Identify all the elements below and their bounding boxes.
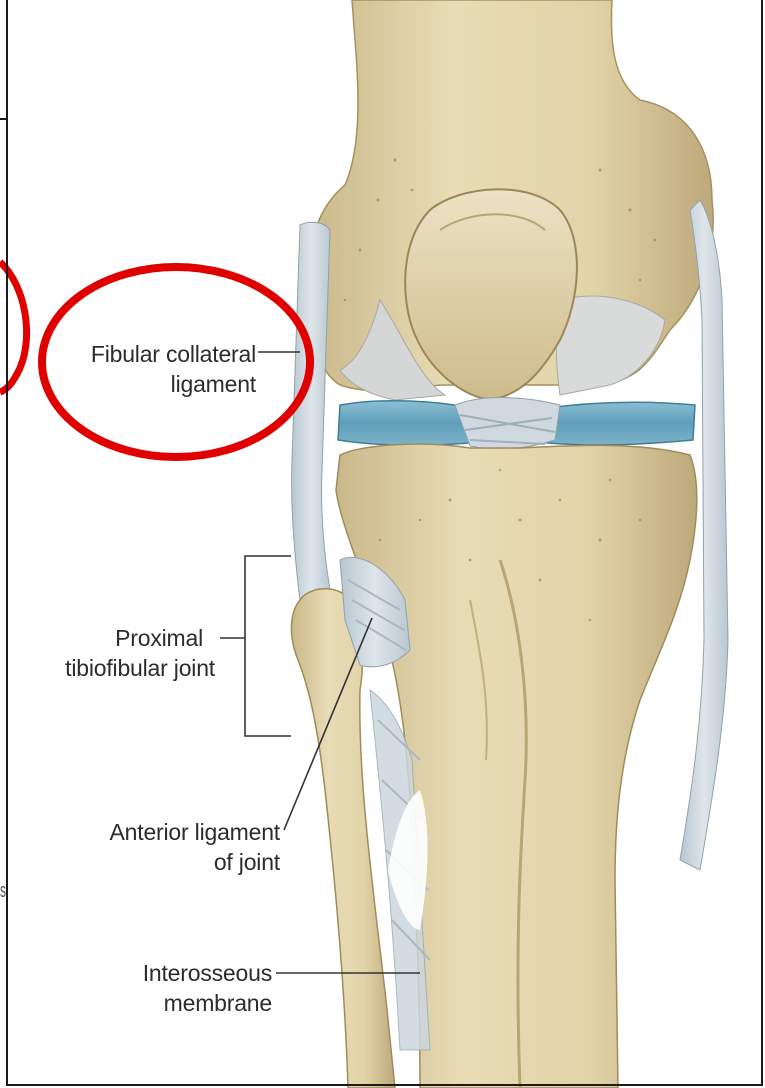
edge-divider: [0, 118, 6, 120]
label-line: of joint: [110, 847, 280, 877]
label-anterior-ligament-of-joint: Anterior ligament of joint: [110, 817, 280, 877]
clipped-edge-text: s: [0, 880, 6, 903]
label-line: Anterior ligament: [110, 817, 280, 847]
label-line: Fibular collateral: [91, 339, 256, 369]
highlight-circle-partial: [0, 262, 27, 392]
label-interosseous-membrane: Interosseous membrane: [143, 958, 272, 1018]
label-line: tibiofibular joint: [65, 653, 215, 683]
label-fibular-collateral-ligament: Fibular collateral ligament: [91, 339, 256, 399]
label-line: Interosseous: [143, 958, 272, 988]
fibular-collateral-ligament: [292, 222, 330, 600]
label-line: ligament: [91, 369, 256, 399]
label-line: Proximal: [65, 623, 215, 653]
label-line: membrane: [143, 988, 272, 1018]
label-proximal-tibiofibular-joint: Proximal tibiofibular joint: [65, 623, 215, 683]
